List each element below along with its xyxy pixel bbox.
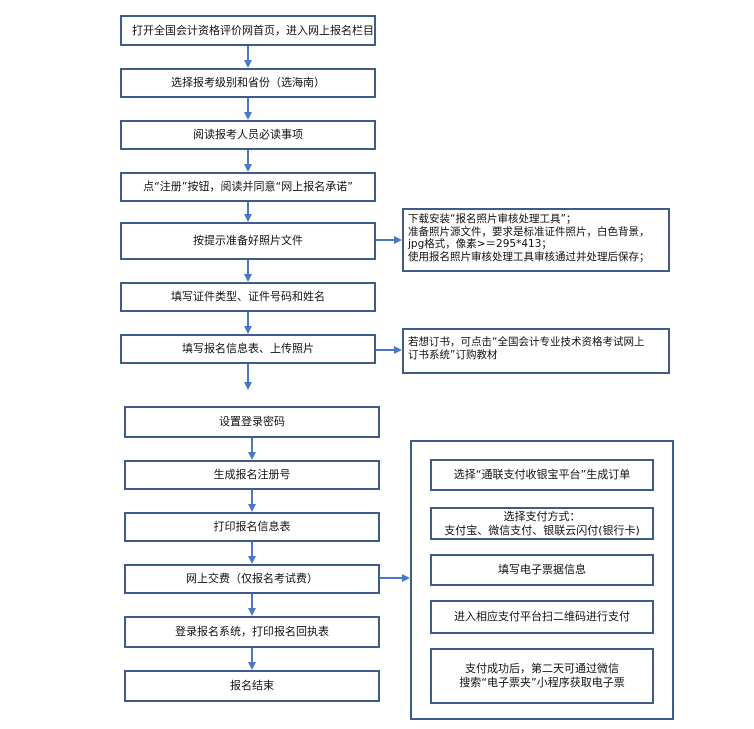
pay-step-line: 选择“通联支付收银宝平台”生成订单 — [453, 468, 631, 481]
pay-step-scan-qr: 进入相应支付平台扫二维码进行支付 — [430, 600, 654, 634]
note-photo-requirements: 下载安装“报名照片审核处理工具”； 准备照片源文件，要求是标准证件照片，白色背景… — [402, 208, 670, 272]
pay-step-fill-invoice: 填写电子票据信息 — [430, 554, 654, 586]
pay-step-get-invoice: 支付成功后，第二天可通过微信 搜索“电子票夹”小程序获取电子票 — [430, 648, 654, 704]
note-photo-line: 下载安装“报名照片审核处理工具”； — [408, 213, 577, 225]
note-photo-line: 使用报名照片审核处理工具审核通过并处理后保存； — [408, 250, 650, 263]
step-open-website: 打开全国会计资格评价网首页，进入网上报名栏目 — [120, 15, 376, 46]
step-read-notice: 阅读报考人员必读事项 — [120, 120, 376, 150]
step-fill-form-upload: 填写报名信息表、上传照片 — [120, 334, 376, 364]
pay-step-line: 进入相应支付平台扫二维码进行支付 — [454, 610, 630, 623]
step-set-password: 设置登录密码 — [124, 406, 380, 438]
pay-step-line: 支付成功后，第二天可通过微信 — [465, 662, 619, 675]
note-book-line: 订书系统”订购教材 — [408, 348, 498, 361]
step-generate-reg-number: 生成报名注册号 — [124, 460, 380, 490]
step-fill-id-info: 填写证件类型、证件号码和姓名 — [120, 282, 376, 312]
note-order-books: 若想订书，可点击“全国会计专业技术资格考试网上 订书系统”订购教材 — [402, 328, 670, 374]
pay-step-line: 支付宝、微信支付、银联云闪付(银行卡) — [444, 523, 640, 537]
note-photo-line: 准备照片源文件，要求是标准证件照片，白色背景， — [408, 225, 650, 238]
pay-step-line: 搜索“电子票夹”小程序获取电子票 — [459, 676, 625, 689]
pay-step-create-order: 选择“通联支付收银宝平台”生成订单 — [430, 459, 654, 491]
pay-step-line: 选择支付方式： — [503, 509, 581, 523]
step-online-payment: 网上交费（仅报名考试费） — [124, 564, 380, 594]
note-photo-line: jpg格式，像素>＝295*413； — [408, 238, 552, 250]
pay-step-line: 填写电子票据信息 — [498, 563, 586, 576]
step-print-info-form: 打印报名信息表 — [124, 512, 380, 542]
step-finish: 报名结束 — [124, 670, 380, 702]
step-select-level-province: 选择报考级别和省份（选海南） — [120, 68, 376, 98]
pay-step-choose-method: 选择支付方式： 支付宝、微信支付、银联云闪付(银行卡) — [430, 507, 654, 540]
step-prepare-photo: 按提示准备好照片文件 — [120, 222, 376, 260]
step-print-receipt: 登录报名系统，打印报名回执表 — [124, 616, 380, 648]
step-register-agree: 点“注册”按钮，阅读并同意“网上报名承诺” — [120, 172, 376, 202]
note-book-line: 若想订书，可点击“全国会计专业技术资格考试网上 — [408, 336, 645, 348]
